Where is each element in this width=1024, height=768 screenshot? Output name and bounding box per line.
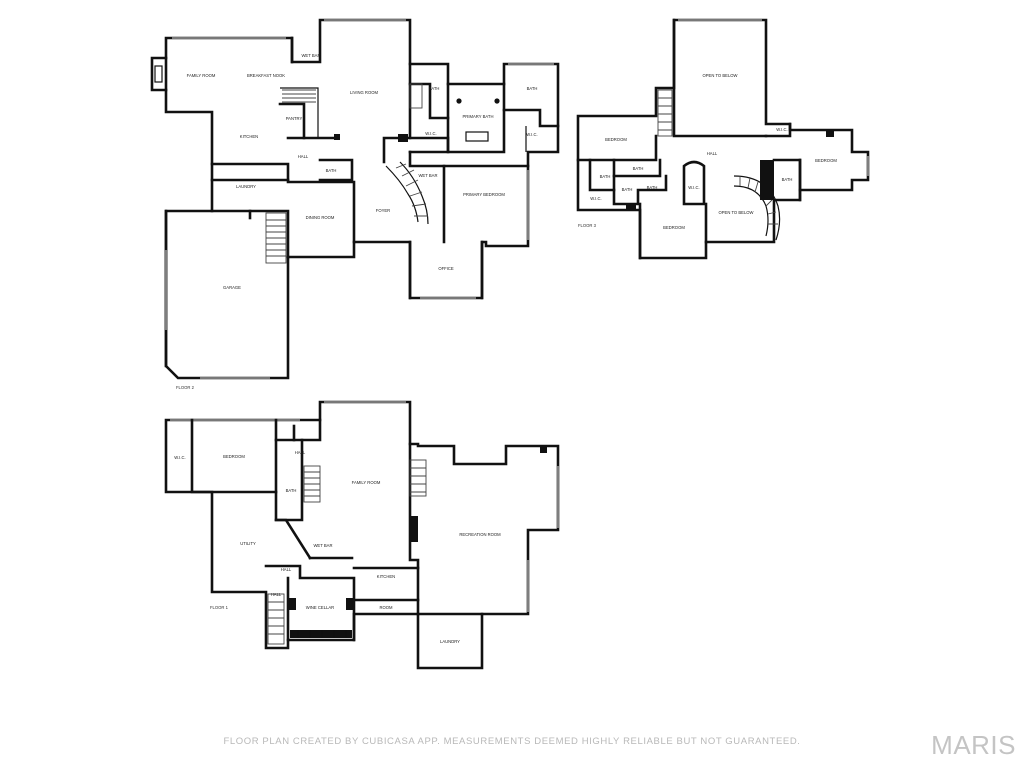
room-label-bedroom: BEDROOM xyxy=(223,454,245,459)
room-label-primary-bedroom: PRIMARY BEDROOM xyxy=(463,192,505,197)
room-label-wic: W.I.C. xyxy=(425,131,436,136)
room-label-wet-bar: WET BAR xyxy=(313,543,332,548)
room-label-bath: BATH xyxy=(286,488,297,493)
room-label-breakfast-nook: BREAKFAST NOOK xyxy=(247,73,285,78)
room-label-family-room: FAMILY ROOM xyxy=(187,73,216,78)
room-label-living-room: LIVING ROOM xyxy=(350,90,378,95)
floor-3-labels: OPEN TO BELOW BEDROOM HALL W.I.C. BEDROO… xyxy=(578,73,837,230)
room-label-kitchen: KITCHEN xyxy=(240,134,258,139)
room-label-bath: BATH xyxy=(622,187,633,192)
room-label-laundry: LAUNDRY xyxy=(236,184,256,189)
room-label-dining-room: DINING ROOM xyxy=(306,215,335,220)
floor-2-plan xyxy=(150,18,560,380)
room-label-garage: GARAGE xyxy=(223,285,241,290)
floor-3-plan xyxy=(576,18,870,260)
floor-1-plan xyxy=(164,400,560,670)
room-label-bedroom: BEDROOM xyxy=(605,137,627,142)
floor-label: FLOOR 3 xyxy=(578,223,597,228)
room-label-hall: HALL xyxy=(271,592,282,597)
room-label-primary-bath: PRIMARY BATH xyxy=(463,114,494,119)
room-label-bath: BATH xyxy=(782,177,793,182)
room-label-bedroom: BEDROOM xyxy=(663,225,685,230)
room-label-open-to-below: OPEN TO BELOW xyxy=(703,73,738,78)
room-label-family-room: FAMILY ROOM xyxy=(352,480,381,485)
room-label-bath: BATH xyxy=(326,168,337,173)
room-label-bath: BATH xyxy=(527,86,538,91)
room-label-wine-cellar: WINE CELLAR xyxy=(306,605,334,610)
room-label-room: ROOM xyxy=(379,605,393,610)
room-label-recreation-room: RECREATION ROOM xyxy=(459,532,501,537)
room-label-bath: BATH xyxy=(647,185,658,190)
room-label-hall: HALL xyxy=(295,450,306,455)
room-label-hall: HALL xyxy=(707,151,718,156)
floor-1-labels: W.I.C. BEDROOM HALL BATH FAMILY ROOM UTI… xyxy=(174,450,501,644)
room-label-wic: W.I.C. xyxy=(590,196,601,201)
room-label-laundry: LAUNDRY xyxy=(440,639,460,644)
room-label-wic: W.I.C. xyxy=(174,455,185,460)
floor-2-labels: FAMILY ROOM BREAKFAST NOOK WET BAR LIVIN… xyxy=(176,53,538,390)
room-label-wic: W.I.C. xyxy=(776,127,787,132)
room-label-hall: HALL xyxy=(281,567,292,572)
floor-label: FLOOR 2 xyxy=(176,385,195,390)
room-label-office: OFFICE xyxy=(438,266,454,271)
room-label-foyer: FOYER xyxy=(376,208,390,213)
room-label-hall: HALL xyxy=(298,154,309,159)
room-label-bedroom: BEDROOM xyxy=(815,158,837,163)
room-label-bath: BATH xyxy=(429,86,440,91)
room-label-kitchen: KITCHEN xyxy=(377,574,395,579)
room-label-wet-bar: WET BAR xyxy=(418,173,437,178)
room-label-bath: BATH xyxy=(633,166,644,171)
room-label-open-to-below: OPEN TO BELOW xyxy=(719,210,754,215)
room-label-wic: W.I.C. xyxy=(688,185,699,190)
room-label-wet-bar: WET BAR xyxy=(301,53,320,58)
brand-logo: MARIS xyxy=(931,730,1016,760)
floor-label: FLOOR 1 xyxy=(210,605,229,610)
room-label-wic: W.I.C. xyxy=(526,132,537,137)
room-label-utility: UTILITY xyxy=(240,541,256,546)
room-label-bath: BATH xyxy=(600,174,611,179)
disclaimer-text: FLOOR PLAN CREATED BY CUBICASA APP. MEAS… xyxy=(223,736,801,747)
room-label-pantry: PANTRY xyxy=(286,116,303,121)
